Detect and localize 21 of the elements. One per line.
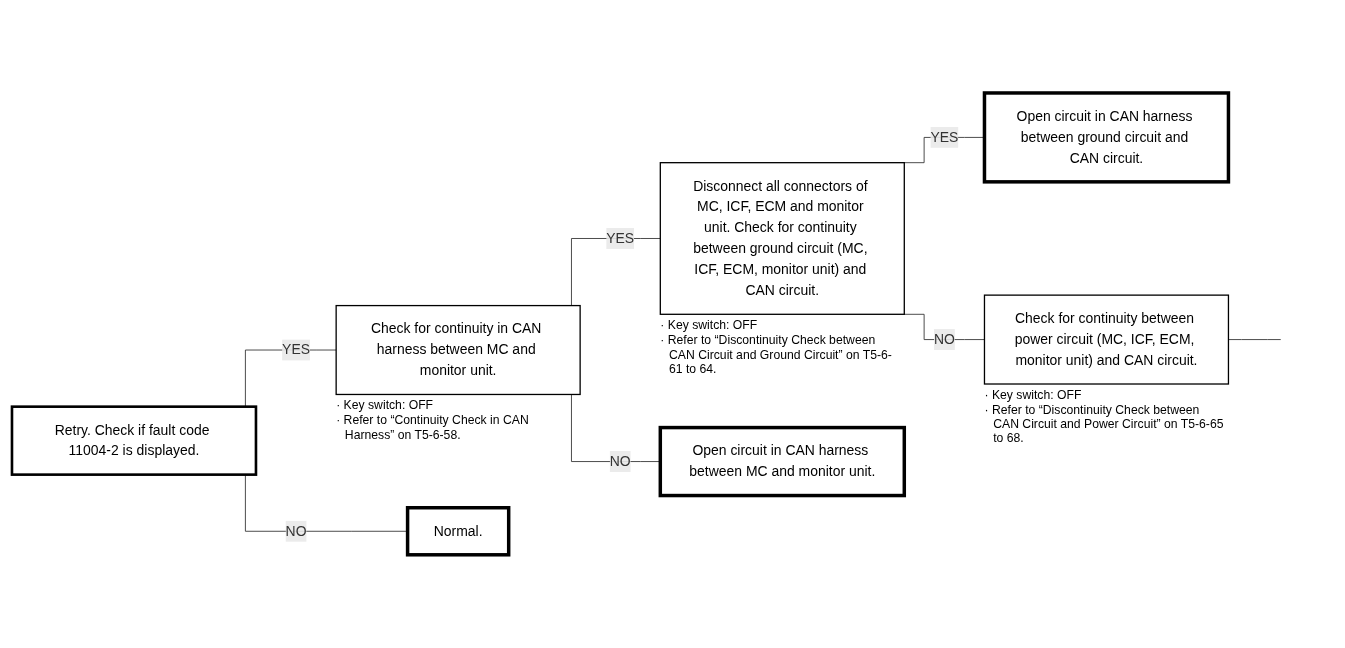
node-box: Check for continuity between power circuit (MC, ICF, ECM, monitor unit) and CAN circuit. <box>983 294 1230 385</box>
note-text: · Refer to “Continuity Check in CAN Harness” on T5-6-58. <box>336 412 530 442</box>
node-box: Check for continuity in CAN harness between MC and monitor unit. <box>335 305 581 396</box>
node-box: Open circuit in CAN harness between MC and monitor unit. <box>658 425 907 498</box>
note-text: · Key switch: OFF <box>660 317 759 333</box>
edge-label: YES <box>282 342 311 358</box>
node-box: Normal. <box>405 506 511 557</box>
node-box: Retry. Check if fault code 11004-2 is displayed. <box>10 405 258 477</box>
node-box: Disconnect all connectors of MC, ICF, ECM and monitor unit. Check for continuity between ground circuit (MC, ICF, ECM, monitor unit) and CAN circuit. <box>659 162 905 316</box>
connector <box>903 313 985 341</box>
note-text: · Key switch: OFF <box>984 387 1083 403</box>
note-text: · Refer to “Discontinuity Check between CAN Circuit and Ground Circuit” on T5-6-61 to 64. <box>660 332 893 377</box>
edge-label: YES <box>930 129 959 145</box>
edge-label: NO <box>933 331 955 347</box>
node-box: Open circuit in CAN harness between ground circuit and CAN circuit. <box>982 91 1231 184</box>
connector <box>1228 339 1282 341</box>
edge-label: NO <box>609 453 631 469</box>
edge-label: YES <box>606 230 635 246</box>
note-text: · Key switch: OFF <box>336 398 435 413</box>
note-text: · Refer to “Discontinuity Check between CAN Circuit and Power Circuit” on T5-6-65 to 68. <box>984 402 1225 447</box>
edge-label: NO <box>285 523 307 539</box>
